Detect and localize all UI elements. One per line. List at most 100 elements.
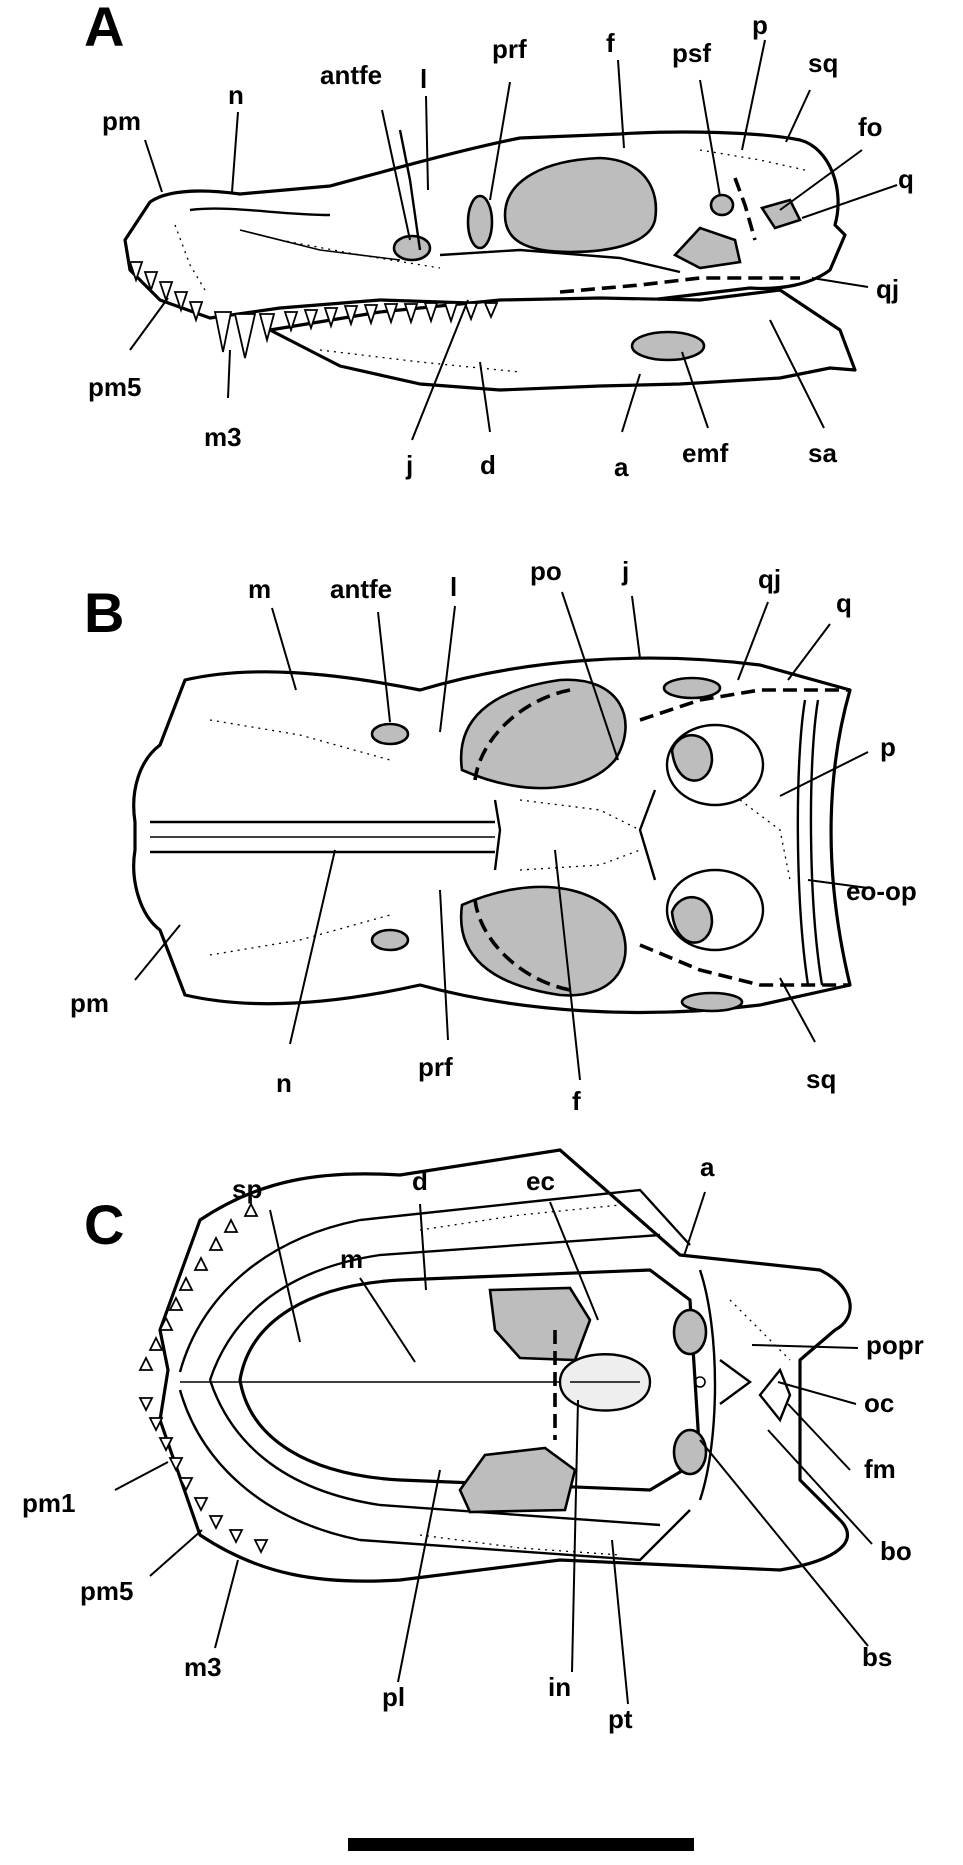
- panel-a-teeth: [128, 261, 499, 359]
- panel-a-postorbital-suture: [733, 177, 757, 241]
- label-b-p: p: [880, 732, 896, 762]
- panel-b-posterior-border: [796, 699, 824, 986]
- label-c-pl: pl: [382, 1682, 405, 1712]
- panel-a-texture-4: [699, 149, 806, 171]
- label-c-a: a: [700, 1152, 715, 1182]
- label-antfe: antfe: [320, 60, 382, 90]
- panel-b-antorbital-upper: [370, 722, 410, 746]
- label-b-m: m: [248, 574, 271, 604]
- panel-c-basioccipital: [719, 1359, 753, 1405]
- label-b-eo-op: eo-op: [846, 876, 917, 906]
- label-c-d: d: [412, 1166, 428, 1196]
- label-c-m: m: [340, 1244, 363, 1274]
- panel-c-basisphenoid-pit: [694, 1376, 706, 1388]
- label-prf: prf: [492, 34, 527, 64]
- label-c-oc: oc: [864, 1388, 894, 1418]
- label-b-n: n: [276, 1068, 292, 1098]
- label-b-po: po: [530, 556, 562, 586]
- panel-b-orbit-upper: [459, 678, 627, 790]
- label-l: l: [420, 64, 427, 94]
- panel-b-dashed-orbit-lower: [473, 899, 571, 992]
- panel-a-leaders: [129, 39, 898, 441]
- panel-b-fossa-lower: [670, 896, 714, 944]
- label-qj: qj: [876, 274, 899, 304]
- label-c-bs: bs: [862, 1642, 892, 1672]
- label-c-ec: ec: [526, 1166, 555, 1196]
- label-c-pm5: pm5: [80, 1576, 133, 1606]
- label-c-popr: popr: [866, 1330, 924, 1360]
- label-b-f: f: [572, 1086, 581, 1116]
- scale-bar: [348, 1838, 694, 1851]
- panel-a-lacrimal-line: [398, 129, 422, 251]
- panel-b-lateral-opening-lower: [680, 991, 744, 1013]
- label-c-pm1: pm1: [22, 1488, 75, 1518]
- panel-c-letter: C: [84, 1193, 124, 1256]
- label-p: p: [752, 10, 768, 40]
- panel-c-teeth: [138, 1201, 269, 1555]
- label-fo: fo: [858, 112, 883, 142]
- label-b-sq: sq: [806, 1064, 836, 1094]
- panel-c-basicranium-border: [698, 1269, 717, 1501]
- label-b-prf: prf: [418, 1052, 453, 1082]
- panel-a-texture-1: [174, 224, 206, 291]
- label-sq: sq: [808, 48, 838, 78]
- label-psf: psf: [672, 38, 711, 68]
- panel-a-lower-temporal-fenestra: [672, 226, 742, 270]
- panel-a-postorbital-opening: [709, 193, 735, 217]
- panel-a-preorbital-opening: [466, 194, 494, 250]
- panel-b-labels: m antfe l po j qj q p eo-op sq f prf n p…: [70, 556, 917, 1116]
- panel-c-pterygoid-opening-lower: [672, 1428, 708, 1476]
- panel-b-texture-1: [209, 719, 391, 761]
- panel-a-maxilla-line: [239, 229, 401, 261]
- panel-a-orbit: [503, 156, 658, 254]
- panel-c-mandible-rim-outer: [178, 1188, 691, 1562]
- label-b-j: j: [621, 556, 629, 586]
- label-c-m3: m3: [184, 1652, 222, 1682]
- panel-a-antorbital-fenestra: [392, 234, 432, 262]
- panel-c-mandible-rim-inner: [208, 1233, 661, 1527]
- label-c-bo: bo: [880, 1536, 912, 1566]
- panel-c-occipital-condyle: [758, 1367, 792, 1423]
- label-a: a: [614, 452, 629, 482]
- label-d: d: [480, 450, 496, 480]
- label-c-in: in: [548, 1672, 571, 1702]
- label-b-l: l: [450, 572, 457, 602]
- label-b-q: q: [836, 588, 852, 618]
- panel-b-nasal-midline: [150, 820, 495, 854]
- label-q: q: [898, 164, 914, 194]
- panel-a-nasal-line: [189, 207, 331, 217]
- label-c-fm: fm: [864, 1454, 896, 1484]
- panel-a-jugal-suture: [559, 276, 800, 294]
- label-c-sp: sp: [232, 1174, 262, 1204]
- label-m3: m3: [204, 422, 242, 452]
- panel-b-leaders: [134, 591, 869, 1081]
- panel-b-dashed-rim-upper: [639, 688, 850, 722]
- panel-b-lateral-opening-upper: [662, 676, 722, 700]
- label-b-antfe: antfe: [330, 574, 392, 604]
- panel-c: C: [22, 1148, 924, 1734]
- label-emf: emf: [682, 438, 729, 468]
- panel-b-letter: B: [84, 581, 124, 644]
- panel-c-texture-1: [419, 1204, 621, 1231]
- panel-a: A: [84, 0, 914, 482]
- panel-b-frontal-sutures: [493, 789, 657, 881]
- panel-b-dashed-rim-lower: [639, 943, 850, 987]
- panel-a-jugal-line: [439, 248, 681, 274]
- panel-c-suborbital-lower: [458, 1446, 577, 1514]
- label-b-qj: qj: [758, 564, 781, 594]
- label-b-pm: pm: [70, 988, 109, 1018]
- panel-b-supratemporal-upper: [665, 723, 765, 807]
- panel-b-dashed-orbit-upper: [473, 688, 571, 781]
- label-c-pt: pt: [608, 1704, 633, 1734]
- panel-a-otic-fossa: [759, 198, 802, 230]
- panel-b: B: [70, 556, 917, 1116]
- label-pm: pm: [102, 106, 141, 136]
- panel-b-orbit-lower: [459, 885, 627, 997]
- label-j: j: [405, 450, 413, 480]
- panel-a-lower-jaw: [268, 288, 857, 392]
- label-n: n: [228, 80, 244, 110]
- label-sa: sa: [808, 438, 837, 468]
- panel-c-leaders: [114, 1191, 873, 1705]
- panel-c-texture-3: [729, 1299, 791, 1361]
